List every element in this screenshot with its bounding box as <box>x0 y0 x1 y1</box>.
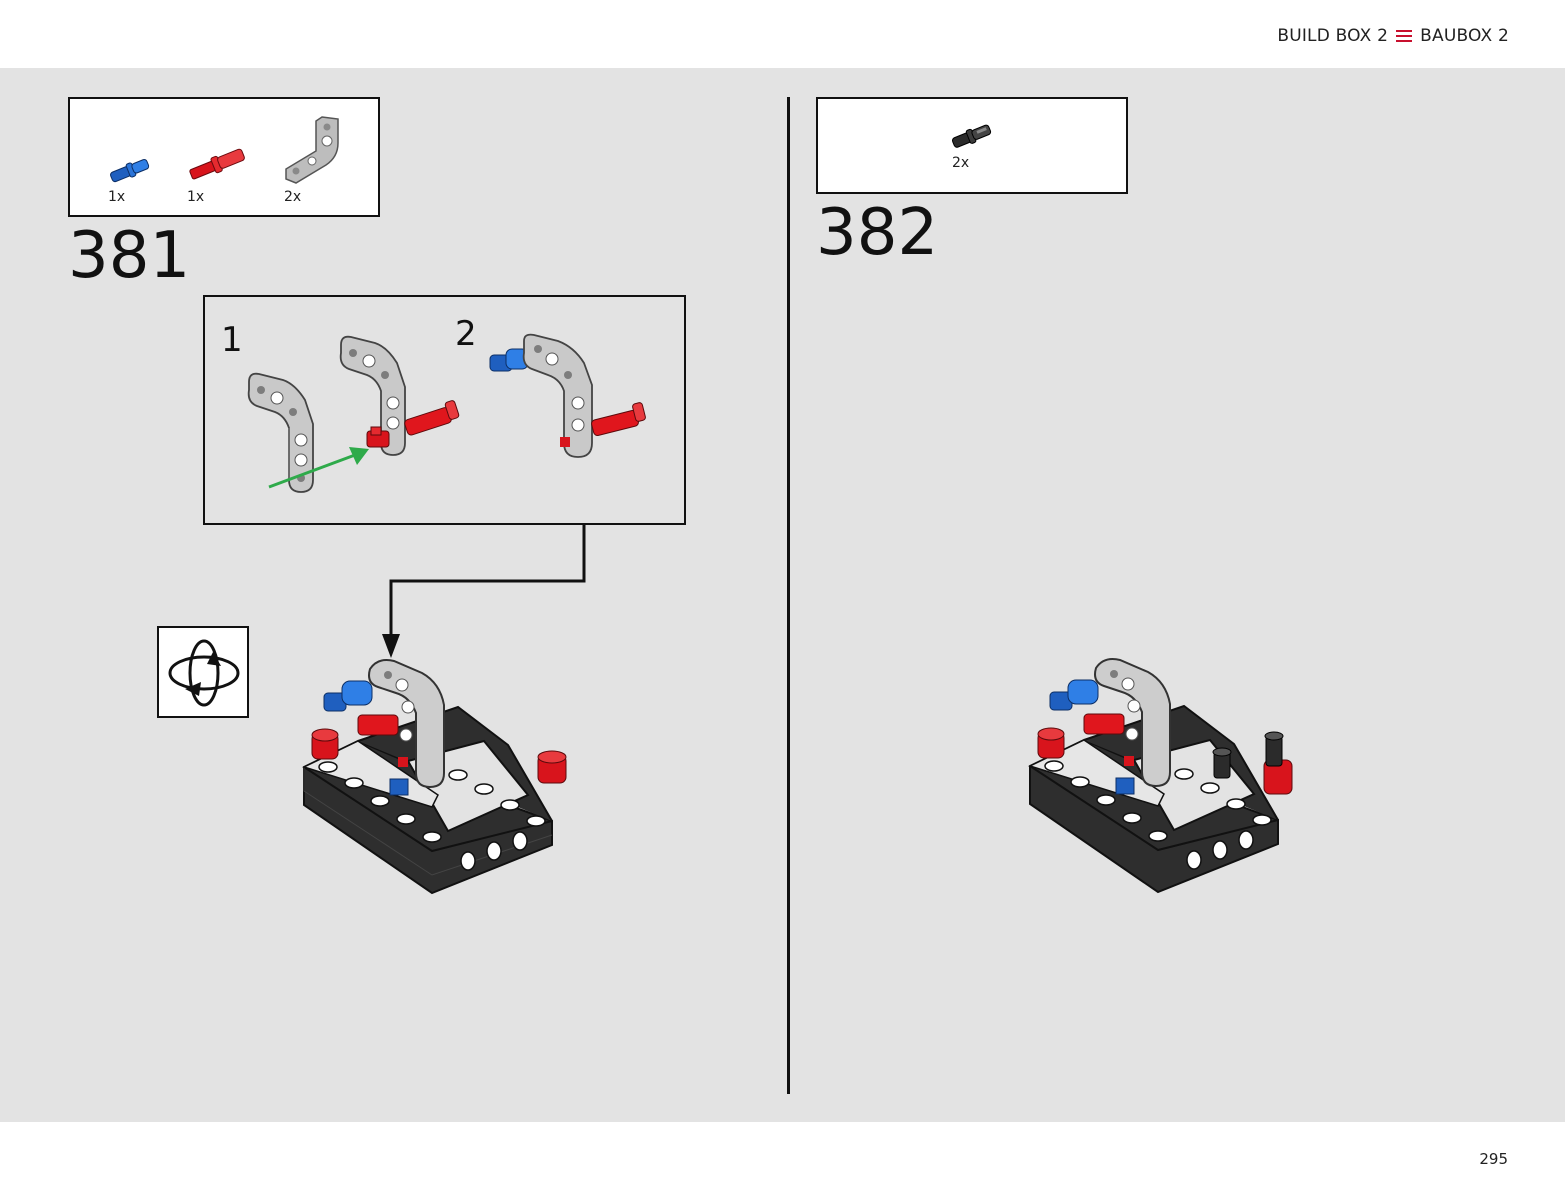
build-box-label: BUILD BOX 2 BAUBOX 2 <box>1277 26 1509 46</box>
black-pin-icon <box>951 124 992 148</box>
page-footer <box>0 1122 1565 1191</box>
red-axle-pin-icon <box>189 148 245 180</box>
angled-beam-b-with-red-pin <box>339 335 460 456</box>
blue-pin-icon <box>110 159 150 183</box>
instruction-area <box>0 68 1565 1122</box>
angled-beam-a <box>247 372 314 493</box>
hamburger-icon <box>1396 30 1413 42</box>
parts-list-step-382: 2x <box>816 97 1128 194</box>
qty-blue-pin: 1x <box>108 189 126 205</box>
step-number-382: 382 <box>816 196 939 270</box>
model-step-381 <box>301 659 567 895</box>
substep-1-label: 1 <box>221 320 243 360</box>
qty-red-axle-pin: 1x <box>187 189 205 205</box>
step-divider <box>787 97 790 1094</box>
header-left-label: BUILD BOX 2 <box>1277 26 1389 46</box>
header-right-label: BAUBOX 2 <box>1420 26 1509 46</box>
step-number-381: 381 <box>68 219 191 293</box>
subassembly-callout: 1 2 <box>203 295 686 525</box>
insertion-arrow <box>268 447 369 489</box>
parts-list-step-381: 1x 1x 2x <box>68 97 380 217</box>
page-number: 295 <box>1479 1150 1508 1168</box>
page-header: BUILD BOX 2 BAUBOX 2 <box>0 0 1565 68</box>
callout-connector-arrow <box>382 524 586 658</box>
substep-2-label: 2 <box>455 314 477 354</box>
rotate-model-icon <box>168 639 240 707</box>
qty-black-pin: 2x <box>952 155 970 171</box>
angled-beam-assembled <box>489 333 646 458</box>
qty-grey-angled-beam: 2x <box>284 189 302 205</box>
model-step-382 <box>1027 658 1293 894</box>
rotate-model-box <box>157 626 249 718</box>
grey-angled-beam-icon <box>285 116 339 184</box>
